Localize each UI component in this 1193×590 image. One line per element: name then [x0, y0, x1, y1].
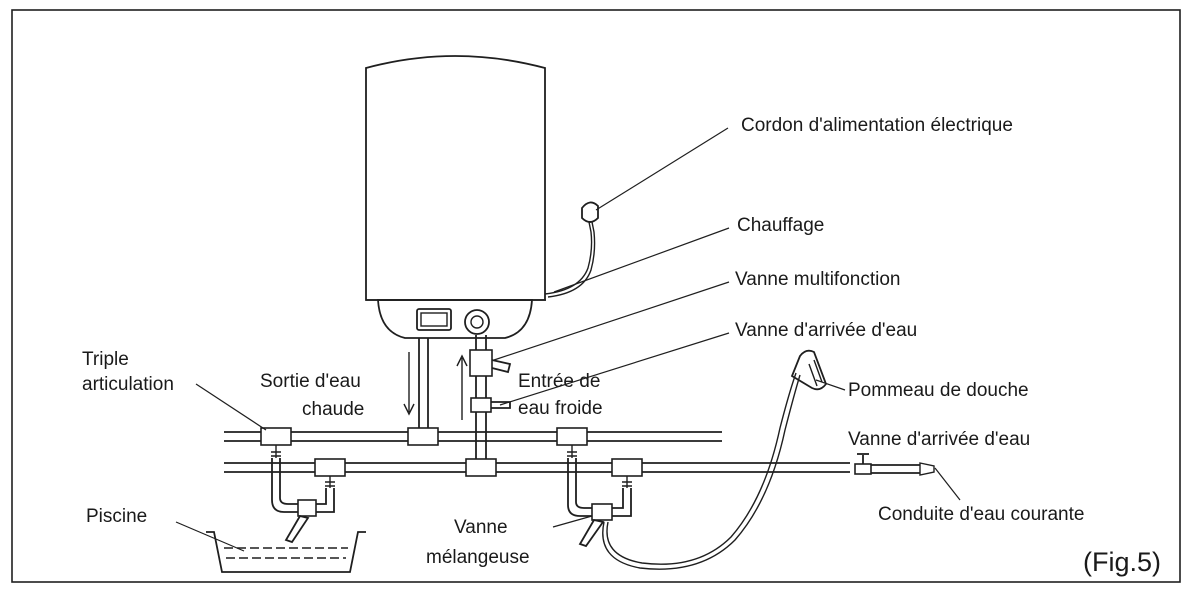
label-cold-inlet-line2: eau froide	[518, 398, 603, 419]
water-heater-tank	[365, 55, 546, 339]
label-mixing-valve-line1: Vanne	[454, 517, 508, 538]
label-power-cord: Cordon d'alimentation électrique	[741, 115, 1013, 136]
label-hot-outlet-line2: chaude	[302, 399, 364, 420]
diagram-frame	[11, 9, 1181, 583]
cold-water-inlet-pipe	[469, 335, 512, 468]
tee-fitting-hot-center	[407, 427, 439, 446]
label-mixing-valve-line2: mélangeuse	[426, 547, 530, 568]
label-triple-joint-line1: Triple	[82, 349, 129, 370]
left-mixing-valve	[271, 445, 335, 544]
label-hot-outlet-line1: Sortie d'eau	[260, 371, 361, 392]
label-pool: Piscine	[86, 506, 147, 527]
hot-water-outlet-pipe	[418, 338, 429, 428]
label-cold-inlet-line1: Entrée de	[518, 371, 600, 392]
label-shower-head: Pommeau de douche	[848, 380, 1029, 401]
tee-fitting-cold-left	[314, 458, 346, 477]
label-supply-conduit: Conduite d'eau courante	[878, 504, 1084, 525]
label-multifunction-valve: Vanne multifonction	[735, 269, 900, 290]
supply-pipe-end	[871, 462, 935, 476]
label-heater: Chauffage	[737, 215, 824, 236]
flow-arrows	[403, 352, 468, 420]
tee-fitting-hot-left	[260, 427, 292, 446]
label-triple-joint-line2: articulation	[82, 374, 174, 395]
inlet-valve-body	[470, 397, 492, 413]
tee-fitting-cold-right	[611, 458, 643, 477]
label-inlet-valve-top: Vanne d'arrivée d'eau	[735, 320, 917, 341]
power-cord	[544, 201, 599, 298]
figure-number: (Fig.5)	[1083, 547, 1161, 577]
plug-icon	[581, 201, 599, 223]
leader-lines	[175, 127, 961, 552]
multifunction-valve-body	[469, 349, 493, 377]
right-mixing-valve	[567, 445, 632, 548]
upper-hot-pipe	[224, 431, 722, 442]
tee-fitting-cold-center	[465, 458, 497, 477]
shower-head-icon	[790, 349, 828, 391]
shower-hose	[602, 372, 801, 570]
supply-valve	[854, 453, 872, 475]
tee-fitting-hot-right	[556, 427, 588, 446]
label-inlet-valve-bottom: Vanne d'arrivée d'eau	[848, 429, 1030, 450]
pool-basin	[206, 531, 366, 573]
